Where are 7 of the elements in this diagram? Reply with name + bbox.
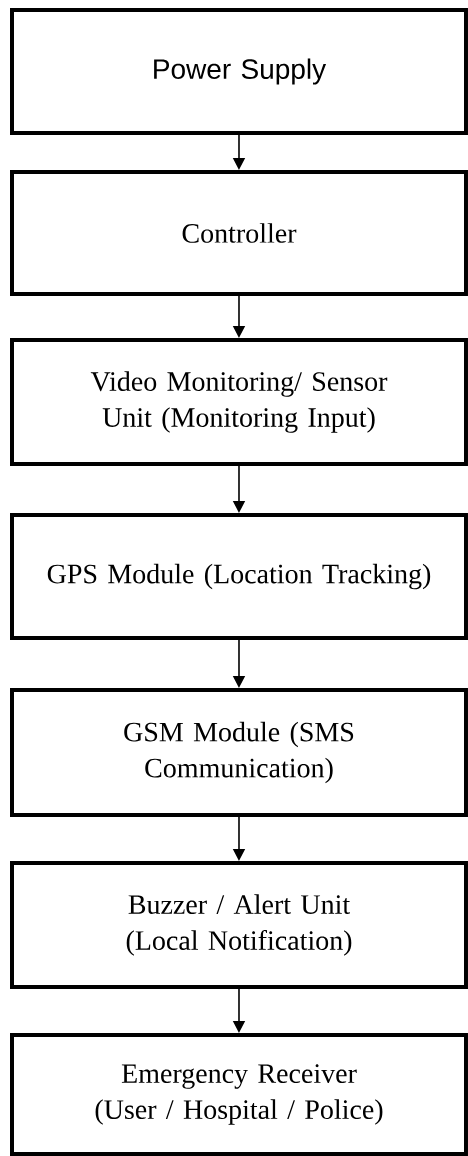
process-box: Buzzer / Alert Unit (Local Notification) [10, 861, 468, 989]
process-box: Power Supply [10, 8, 468, 135]
process-box: Emergency Receiver (User / Hospital / Police) [10, 1033, 468, 1156]
process-box: Video Monitoring/ Sensor Unit (Monitoring Input) [10, 338, 468, 466]
process-box: GPS Module (Location Tracking) [10, 513, 468, 640]
process-box: GSM Module (SMS Communication) [10, 688, 468, 817]
process-box: Controller [10, 170, 468, 296]
